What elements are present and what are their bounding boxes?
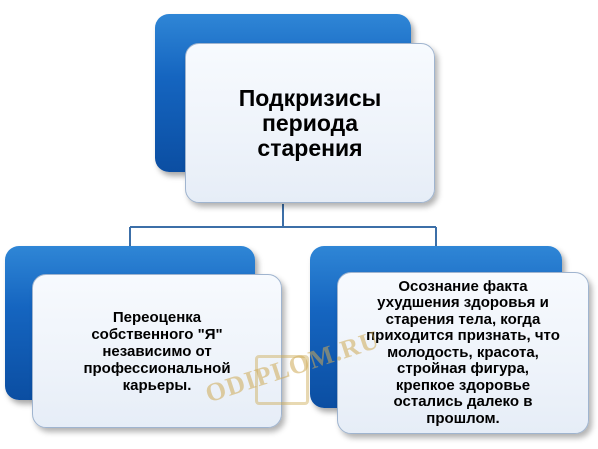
root-line-3: старения: [257, 134, 363, 161]
right-line-4: приходится признать, что: [366, 327, 560, 345]
right-line-6: стройная фигура,: [397, 360, 529, 378]
right-line-7: крепкое здоровье: [395, 376, 531, 394]
right-line-5: молодость, красота,: [387, 343, 539, 361]
left-line-2: собственного "Я": [91, 325, 223, 343]
left-line-4: профессиональной: [83, 359, 231, 377]
left-line-3: независимо от: [102, 342, 212, 360]
left-line-1: Переоценка: [112, 308, 202, 326]
right-line-3: старения тела, когда: [385, 310, 541, 328]
right-line-9: прошлом.: [426, 409, 500, 427]
right-line-1: Осознание факта: [398, 277, 528, 295]
right-node: Осознание факта ухудшения здоровья и ста…: [337, 272, 589, 434]
left-node: Переоценка собственного "Я" независимо о…: [32, 274, 282, 428]
root-node: Подкризисы периода старения: [185, 43, 435, 203]
root-line-2: периода: [261, 109, 358, 136]
left-line-5: карьеры.: [122, 376, 192, 394]
root-line-1: Подкризисы: [238, 84, 382, 111]
right-line-8: остались далеко в: [393, 393, 533, 411]
right-line-2: ухудшения здоровья и: [377, 294, 549, 312]
